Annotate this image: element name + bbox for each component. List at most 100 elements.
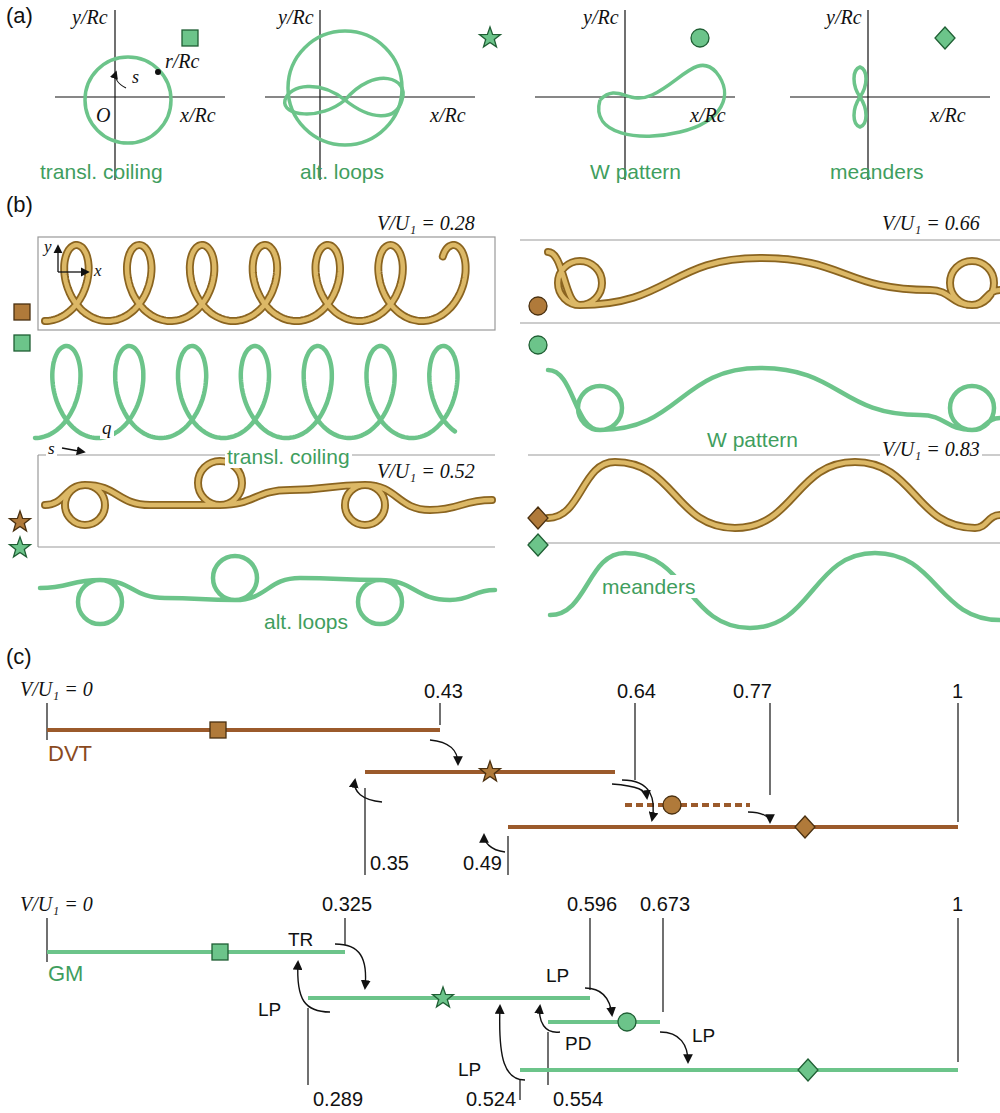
figure-line	[307, 1008, 308, 1085]
figure-label: x	[94, 262, 102, 281]
figure-use	[10, 537, 31, 557]
figure-use	[210, 722, 226, 738]
figure-label: (b)	[6, 193, 33, 217]
figure-use	[663, 796, 681, 814]
figure-use	[182, 30, 198, 46]
figure-path	[355, 780, 382, 802]
figure-label: 0.596	[567, 893, 617, 915]
figure-line	[507, 836, 508, 875]
figure-label: 0.325	[322, 893, 372, 915]
figure-line	[625, 803, 750, 807]
figure-label: LP	[258, 1000, 281, 1021]
figure-path	[854, 67, 866, 127]
gold-filaments	[45, 245, 1000, 528]
figure-line	[47, 728, 440, 732]
figure-path	[660, 1032, 688, 1062]
figure-path	[548, 252, 1000, 305]
figure-line	[55, 96, 225, 97]
figure-label: (a)	[6, 4, 33, 28]
green-symbols	[10, 335, 549, 557]
figure-line	[520, 322, 1000, 323]
figure-line	[547, 1032, 548, 1085]
figure-use	[14, 304, 30, 320]
figure-path	[335, 944, 366, 988]
figure-line	[37, 455, 38, 547]
gm-branches	[47, 952, 958, 1070]
dvt-branches	[47, 730, 958, 827]
figure-label: x/Rc	[690, 104, 726, 126]
figure-label: 0.673	[640, 893, 690, 915]
figure-path	[550, 553, 1000, 628]
figure-line	[634, 703, 635, 780]
figure-use	[212, 944, 228, 960]
figure-label: x/Rc	[180, 104, 216, 126]
figure-use	[529, 336, 547, 354]
figure-line	[47, 950, 345, 954]
figure-label: 0.64	[617, 680, 656, 702]
figure-line	[790, 96, 990, 97]
figure-label: y/Rc	[583, 6, 619, 28]
gold-symbols	[10, 297, 549, 531]
figure-label: 1	[952, 893, 963, 915]
figure-label: y/Rc	[278, 6, 314, 28]
dvt-symbols	[210, 722, 815, 838]
figure-label: 0.524	[466, 1088, 516, 1110]
figure-use	[618, 1013, 636, 1031]
figure-path	[57, 246, 58, 272]
figure-label: alt. loops	[300, 160, 384, 183]
figure-path	[45, 245, 466, 321]
figure-label: V/U₁ = 0.52	[375, 460, 477, 482]
figure-label: LP	[458, 1060, 481, 1081]
figure-path	[45, 461, 492, 525]
figure-line	[519, 1080, 520, 1100]
figure-line	[867, 10, 868, 180]
figure-label: (c)	[6, 645, 32, 669]
figure-path	[548, 462, 1000, 528]
ticks	[47, 703, 958, 1100]
figure-path	[430, 740, 458, 764]
figure-label: y/Rc	[72, 6, 108, 28]
figure-label: transl. coiling	[40, 160, 163, 183]
figure-line	[114, 10, 115, 180]
figure-path	[599, 65, 725, 136]
figure-label: r/Rc	[165, 50, 199, 72]
figure-use	[529, 297, 547, 315]
transition-arrows	[298, 740, 770, 1080]
figure-line	[957, 703, 958, 822]
figure-label: q	[100, 418, 114, 439]
figure-label: V/U₁ = 0.83	[880, 438, 982, 460]
figure-line	[520, 239, 1000, 240]
figure-path	[285, 78, 403, 115]
figure-path	[548, 368, 1000, 430]
figure-path	[548, 462, 1000, 528]
figure-label: W pattern	[705, 428, 800, 451]
figure-label: LP	[692, 1026, 715, 1047]
frame-axes	[58, 246, 88, 452]
figure-path	[35, 346, 458, 438]
figure-path	[484, 835, 505, 852]
figure-label: s	[132, 68, 139, 88]
figure-label: s	[46, 440, 57, 459]
figure-label: 0.77	[733, 680, 772, 702]
figure-path	[548, 252, 1000, 305]
figure-circle	[85, 57, 171, 143]
axes	[55, 10, 990, 180]
figure-label: transl. coiling	[225, 445, 352, 468]
position-dot	[155, 69, 161, 75]
figure-line	[520, 1068, 958, 1072]
figure-line	[46, 918, 47, 962]
figure-label: V/U₁ = 0.66	[880, 212, 982, 234]
figure-label: meanders	[600, 575, 697, 598]
figure-line	[548, 1020, 660, 1024]
figure-line	[46, 703, 47, 740]
figure-line	[439, 703, 440, 725]
figure-use	[798, 1059, 818, 1081]
moving-frame-shapes	[85, 31, 866, 145]
figure-line	[265, 96, 475, 97]
figure-label: y/Rc	[826, 6, 862, 28]
figure-line	[589, 918, 590, 990]
figure-label: y	[44, 238, 52, 257]
figure-line	[769, 703, 770, 795]
figure-label: 0.35	[370, 852, 409, 874]
